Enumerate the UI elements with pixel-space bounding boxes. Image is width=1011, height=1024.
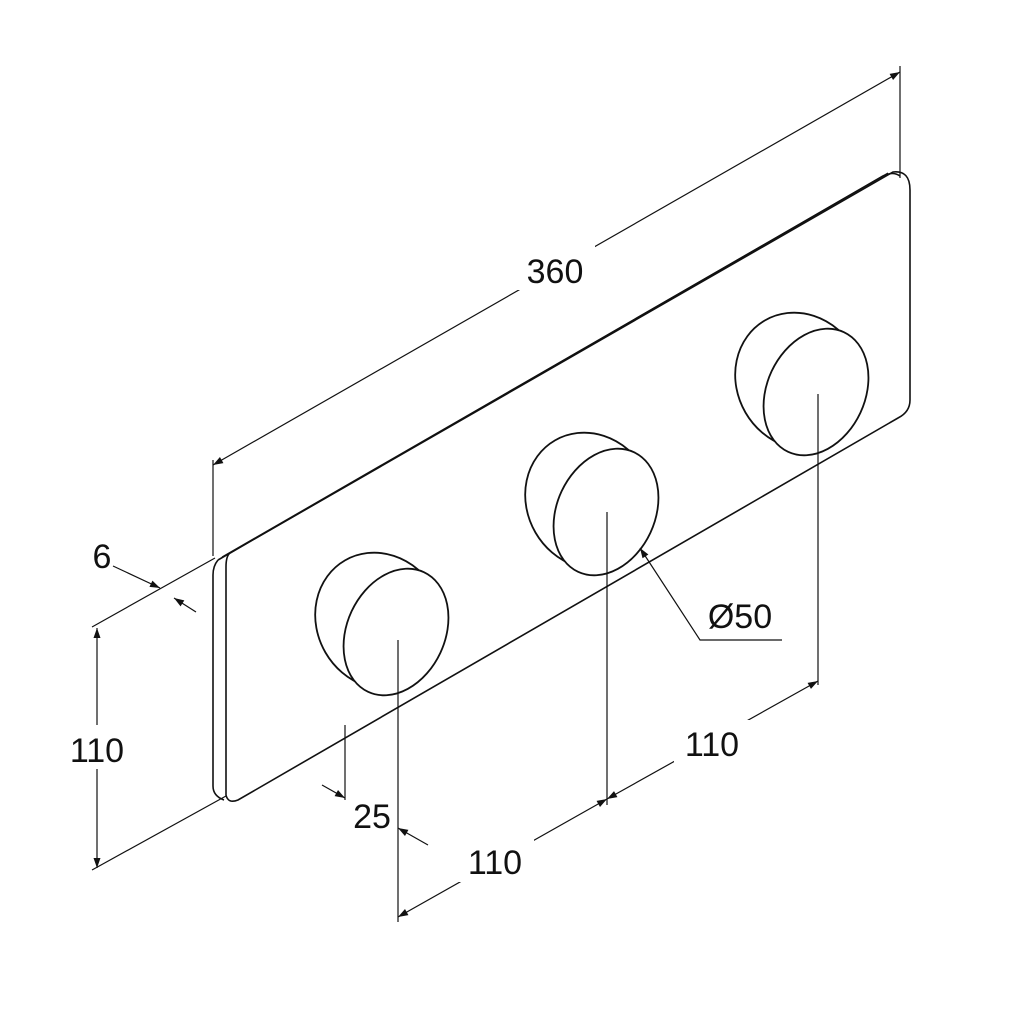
dimension-label-360: 360 [527,253,584,291]
dimension-label-110-spacing-2: 110 [685,726,739,764]
dimension-label-diameter: Ø50 [708,598,772,636]
dimension-360: 360 [212,71,901,466]
dimension-110-spacing-2: 110 [606,680,819,800]
dimension-diameter: Ø50 [639,547,782,641]
dimension-25: 25 [321,784,429,846]
dimension-label-110-spacing-1: 110 [468,844,522,882]
extension-lines [91,66,901,922]
dimension-label-6: 6 [93,538,112,576]
knob-right [734,311,870,457]
knob-left [314,551,450,697]
dimension-label-25: 25 [353,798,391,836]
dimension-110-height: 110 [60,628,136,868]
dimension-label-110-height: 110 [70,732,124,770]
dimension-110-spacing-1: 110 [397,798,608,918]
dimension-6: 6 [93,538,197,613]
knob-middle [524,431,660,577]
